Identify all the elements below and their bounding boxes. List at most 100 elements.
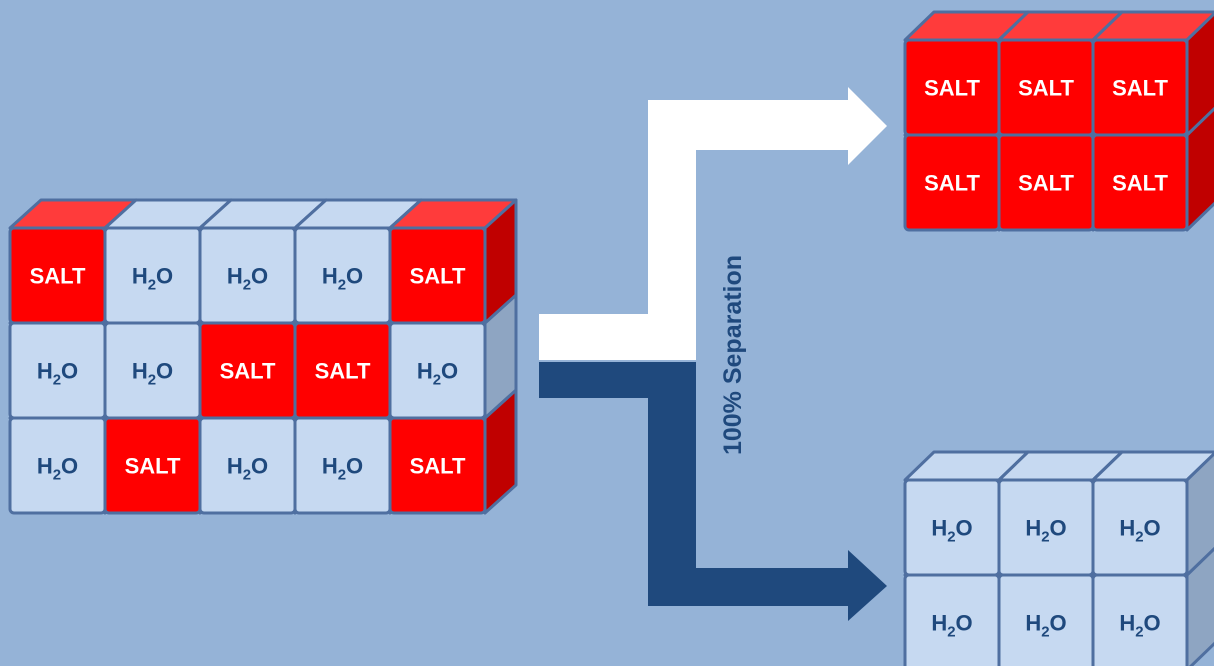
water-label-o: O bbox=[1050, 516, 1067, 541]
water-output-arrow bbox=[539, 362, 887, 621]
salt-label: SALT bbox=[220, 359, 276, 384]
water-label-o: O bbox=[956, 516, 973, 541]
cube-front-face bbox=[388, 226, 487, 325]
water-label-o: O bbox=[441, 359, 458, 384]
salt-cube: SALT bbox=[1091, 10, 1214, 137]
water-label-o: O bbox=[61, 454, 78, 479]
water-label-o: O bbox=[61, 359, 78, 384]
cube-front-face bbox=[1091, 478, 1189, 577]
water-label-h: H bbox=[1119, 611, 1135, 636]
cube-front-face bbox=[1091, 573, 1189, 666]
water-label-subscript: 2 bbox=[1135, 624, 1143, 641]
salt-label: SALT bbox=[30, 264, 86, 289]
cube-front-face bbox=[903, 478, 1001, 577]
water-label-o: O bbox=[251, 454, 268, 479]
salt-label: SALT bbox=[924, 171, 980, 196]
water-label-subscript: 2 bbox=[53, 467, 61, 484]
salt-label: SALT bbox=[1018, 171, 1074, 196]
cube-front-face bbox=[103, 226, 202, 325]
salt-label: SALT bbox=[315, 359, 371, 384]
water-label-h: H bbox=[132, 359, 148, 384]
cube-front-face bbox=[293, 226, 392, 325]
salt-label: SALT bbox=[924, 76, 980, 101]
water-label-subscript: 2 bbox=[243, 467, 251, 484]
separation-label: 100% Separation bbox=[719, 255, 747, 455]
cube-front-face bbox=[997, 478, 1095, 577]
water-label: H2O bbox=[1119, 516, 1160, 546]
water-label-h: H bbox=[931, 611, 947, 636]
water-label-subscript: 2 bbox=[243, 277, 251, 294]
water-label: H2O bbox=[931, 516, 972, 546]
water-label-h: H bbox=[322, 264, 338, 289]
water-label-o: O bbox=[1050, 611, 1067, 636]
water-label-subscript: 2 bbox=[338, 467, 346, 484]
water-label-o: O bbox=[251, 264, 268, 289]
water-label: H2O bbox=[227, 454, 268, 484]
water-label: H2O bbox=[417, 359, 458, 389]
water-label-o: O bbox=[156, 359, 173, 384]
water-label-subscript: 2 bbox=[53, 372, 61, 389]
water-label-o: O bbox=[1144, 516, 1161, 541]
water-label: H2O bbox=[227, 264, 268, 294]
water-label-subscript: 2 bbox=[148, 372, 156, 389]
water-label-subscript: 2 bbox=[947, 529, 955, 546]
water-label-h: H bbox=[322, 454, 338, 479]
water-label-h: H bbox=[1119, 516, 1135, 541]
water-cube: H2O bbox=[903, 450, 1030, 577]
water-label: H2O bbox=[37, 454, 78, 484]
water-label-o: O bbox=[956, 611, 973, 636]
cube-front-face bbox=[198, 416, 297, 515]
water-label: H2O bbox=[37, 359, 78, 389]
water-label-subscript: 2 bbox=[148, 277, 156, 294]
water-label-subscript: 2 bbox=[1135, 529, 1143, 546]
salt-cube: SALT bbox=[903, 10, 1030, 137]
water-label: H2O bbox=[1025, 611, 1066, 641]
water-label-o: O bbox=[346, 454, 363, 479]
water-label-subscript: 2 bbox=[1041, 624, 1049, 641]
salt-label: SALT bbox=[125, 454, 181, 479]
water-label: H2O bbox=[132, 359, 173, 389]
salt-label: SALT bbox=[410, 454, 466, 479]
water-label: H2O bbox=[931, 611, 972, 641]
water-label-h: H bbox=[1025, 516, 1041, 541]
salt-label: SALT bbox=[1112, 171, 1168, 196]
water-label-h: H bbox=[132, 264, 148, 289]
water-label: H2O bbox=[1025, 516, 1066, 546]
water-label: H2O bbox=[322, 264, 363, 294]
water-label-o: O bbox=[1144, 611, 1161, 636]
water-label-h: H bbox=[227, 264, 243, 289]
salt-label: SALT bbox=[1018, 76, 1074, 101]
water-label-h: H bbox=[417, 359, 433, 384]
salt-label: SALT bbox=[410, 264, 466, 289]
water-label-subscript: 2 bbox=[947, 624, 955, 641]
salt-output-arrow bbox=[539, 87, 887, 360]
salt-cube: SALT bbox=[388, 198, 518, 325]
cube-front-face bbox=[198, 226, 297, 325]
water-label-h: H bbox=[1025, 611, 1041, 636]
water-label-o: O bbox=[156, 264, 173, 289]
water-label-subscript: 2 bbox=[338, 277, 346, 294]
cube-front-face bbox=[8, 416, 107, 515]
water-label-h: H bbox=[931, 516, 947, 541]
cube-front-face bbox=[1091, 38, 1189, 137]
water-label: H2O bbox=[1119, 611, 1160, 641]
cube-front-face bbox=[293, 416, 392, 515]
water-cube: H2O bbox=[1091, 450, 1214, 577]
water-label-h: H bbox=[227, 454, 243, 479]
water-label: H2O bbox=[322, 454, 363, 484]
water-label: H2O bbox=[132, 264, 173, 294]
cube-front-face bbox=[388, 321, 487, 420]
water-label-h: H bbox=[37, 454, 53, 479]
cube-front-face bbox=[903, 573, 1001, 666]
water-label-subscript: 2 bbox=[1041, 529, 1049, 546]
salt-label: SALT bbox=[1112, 76, 1168, 101]
cube-front-face bbox=[997, 573, 1095, 666]
water-label-subscript: 2 bbox=[433, 372, 441, 389]
salt-output-block: SALT SALT SALT SALT SALT SALT bbox=[903, 10, 1214, 232]
water-label-h: H bbox=[37, 359, 53, 384]
cube-front-face bbox=[8, 321, 107, 420]
water-label-o: O bbox=[346, 264, 363, 289]
